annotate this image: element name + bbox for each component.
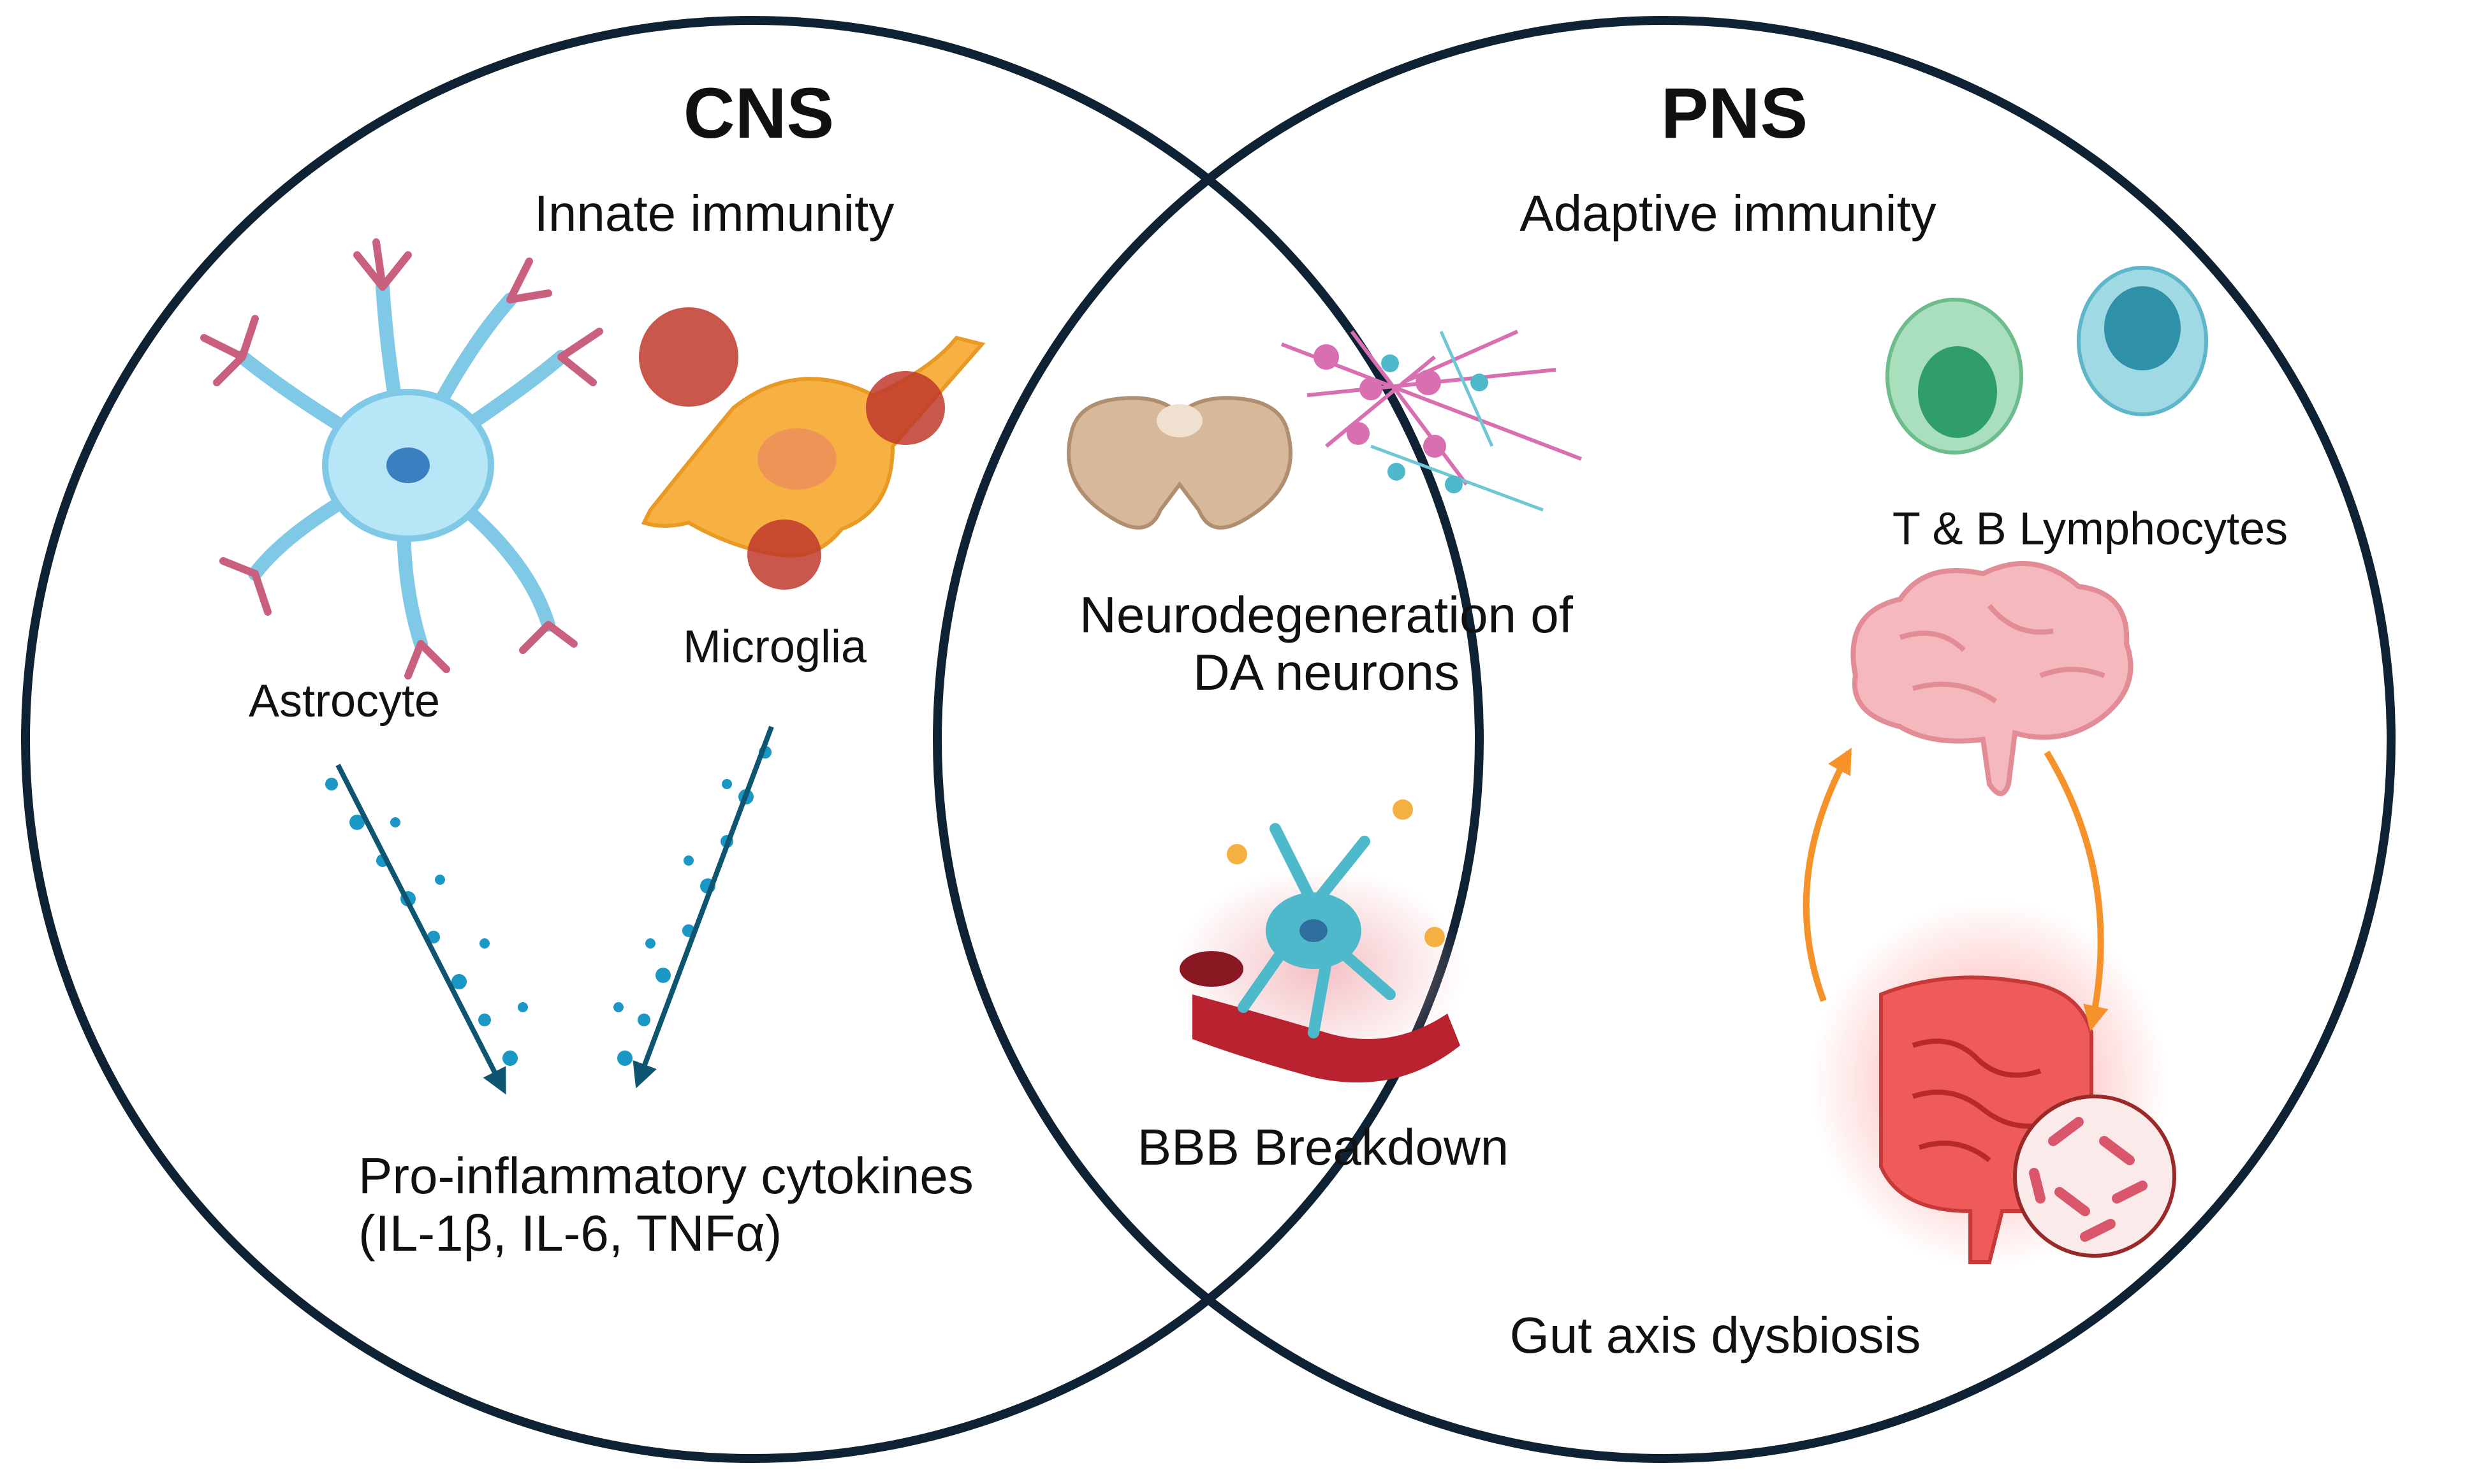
astrocyte-cytokine-arrow — [335, 764, 506, 1095]
neurodegeneration-line-1: Neurodegeneration of — [1079, 586, 1573, 643]
microglia-icon — [639, 307, 986, 590]
t-lymphocyte-icon — [1885, 298, 2023, 455]
gut-to-brain-arrow — [1803, 747, 1852, 1002]
lymphocytes-label: T & B Lymphocytes — [1892, 504, 2288, 555]
pns-title: PNS — [1660, 73, 1808, 153]
pns-circle — [933, 16, 2396, 1463]
neurodegeneration-label: Neurodegeneration of DA neurons — [1079, 586, 1573, 701]
brain-to-gut-arrow — [2044, 750, 2109, 1031]
cns-title: CNS — [683, 73, 835, 153]
microglia-cytokine-arrow — [633, 725, 774, 1089]
microbiome-icon — [2013, 1095, 2176, 1258]
da-neuron-network-icon — [1280, 330, 1583, 512]
astrocyte-icon — [200, 238, 603, 680]
cns-circle — [21, 16, 1484, 1463]
adaptive-immunity-label: Adaptive immunity — [1519, 185, 1936, 242]
bbb-breakdown-icon — [1173, 799, 1467, 1083]
astrocyte-label: Astrocyte — [248, 676, 441, 727]
cytokines-line-1: Pro-inflammatory cytokines — [358, 1147, 974, 1204]
neurodegeneration-line-2: DA neurons — [1192, 643, 1460, 701]
midbrain-icon — [1067, 396, 1292, 530]
b-lymphocyte-icon — [2077, 266, 2208, 416]
brain-icon — [1850, 561, 2133, 796]
innate-immunity-label: Innate immunity — [534, 185, 895, 242]
gut-dysbiosis-label: Gut axis dysbiosis — [1509, 1307, 1921, 1364]
bbb-breakdown-label: BBB Breakdown — [1137, 1119, 1509, 1175]
microglia-label: Microglia — [682, 622, 867, 673]
cytokines-line-2: (IL-1β, IL-6, TNFα) — [358, 1204, 782, 1262]
cytokines-label: Pro-inflammatory cytokines (IL-1β, IL-6,… — [358, 1147, 974, 1262]
